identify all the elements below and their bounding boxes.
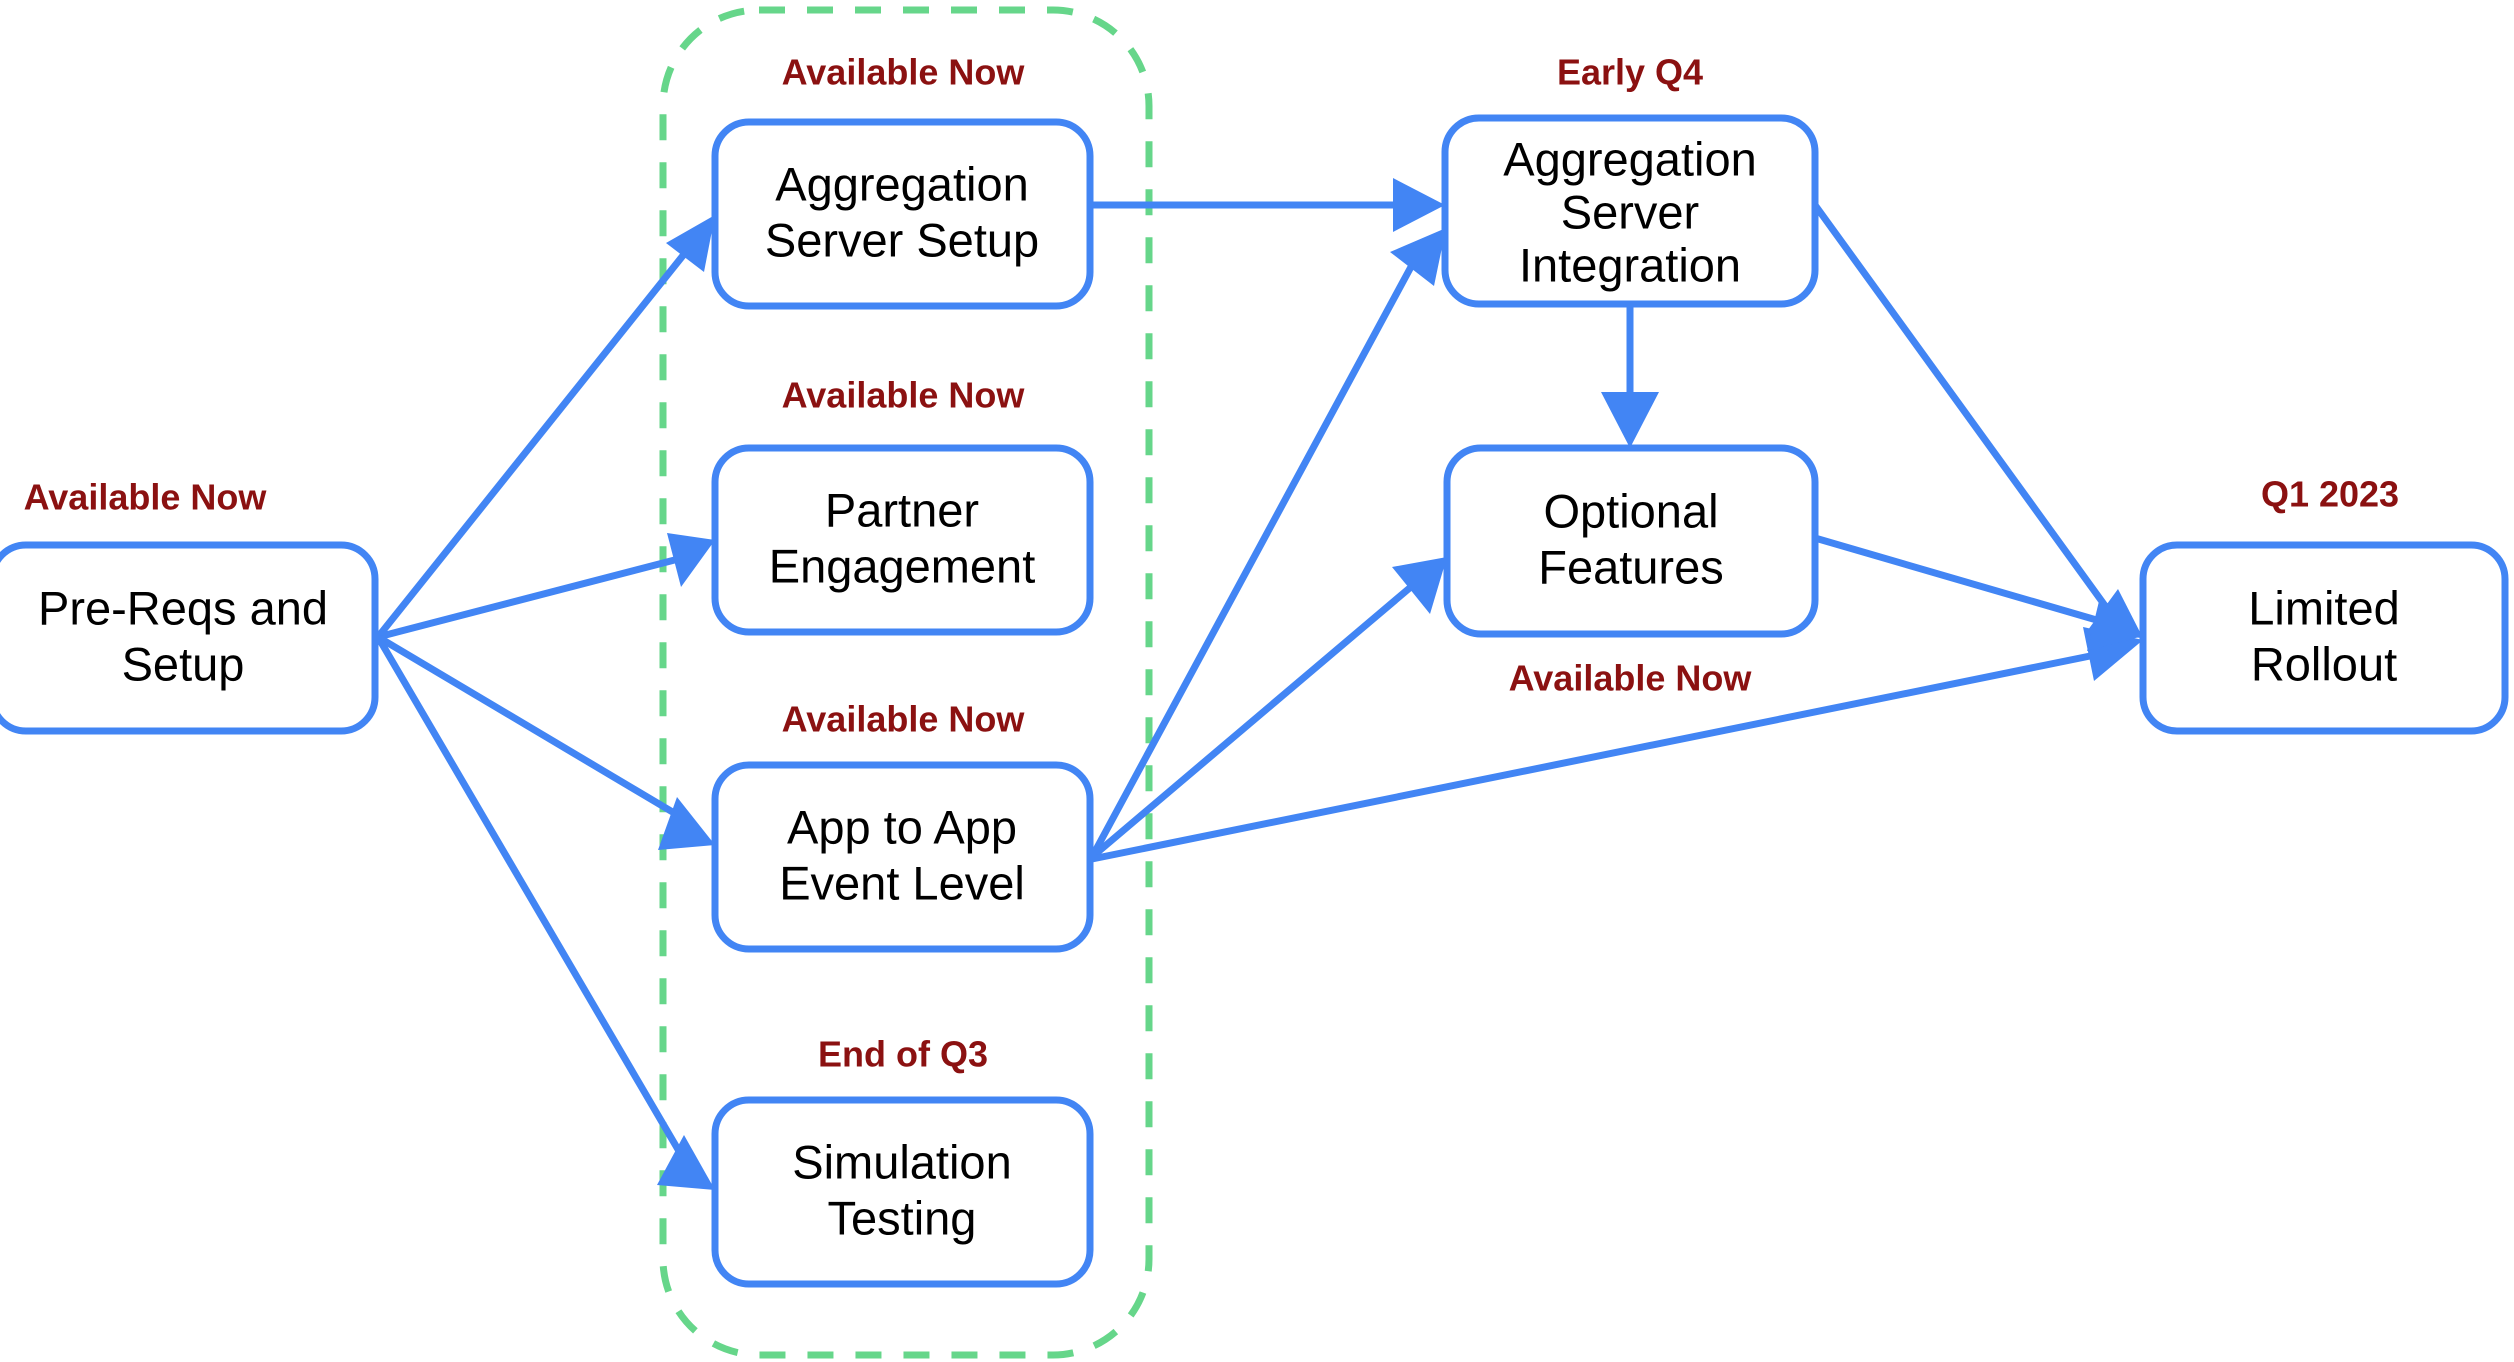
edge-integration-to-optional-features [1601, 305, 1659, 448]
node-box-aggregation-server-integration[interactable] [1441, 114, 1819, 308]
node-app-to-app-event-level[interactable]: App to App Event Level [711, 761, 1094, 953]
node-label-app-to-app-line1: App to App [787, 800, 1017, 853]
status-badge-app-to-app-event-level: Available Now [782, 699, 1026, 740]
status-badge-limited-rollout: Q1 2023 [2261, 474, 2399, 515]
node-label-aggregation-server-integration-line1: Aggregation [1503, 132, 1756, 185]
node-box-optional-features[interactable] [1443, 444, 1819, 638]
edges-layer [374, 178, 2143, 1190]
node-label-limited-rollout-line2: Rollout [2251, 637, 2397, 690]
available-now-group-frame [659, 6, 1153, 1359]
node-box-app-to-app-event-level[interactable] [711, 761, 1094, 953]
edge-prereqs-to-app-to-app [376, 633, 715, 850]
node-label-limited-rollout-line1: Limited [2248, 581, 2400, 634]
edge-prereqs-to-partner-engagement [377, 533, 715, 641]
node-label-partner-engagement-line1: Partner [825, 483, 979, 536]
node-label-aggregation-server-setup-line1: Aggregation [775, 157, 1028, 210]
nodes-layer: Pre-Reqs and Setup Available Now Aggrega… [0, 52, 2509, 1288]
edge-app-to-app-to-integration [1088, 228, 1446, 859]
node-label-partner-engagement-line2: Engagement [769, 539, 1036, 592]
node-label-optional-features-line2: Features [1538, 540, 1723, 593]
node-partner-engagement[interactable]: Partner Engagement [711, 444, 1094, 636]
status-badge-available-now-group: Available Now [782, 52, 1026, 93]
edge-app-to-app-to-optional-features [1089, 557, 1447, 860]
node-box-pre-reqs-and-setup[interactable] [0, 541, 379, 735]
node-simulation-testing[interactable]: Simulation Testing [711, 1096, 1094, 1288]
node-pre-reqs-and-setup[interactable]: Pre-Reqs and Setup [0, 541, 379, 735]
edge-integration-to-limited-rollout [1812, 202, 2143, 638]
node-label-optional-features-line1: Optional [1543, 484, 1718, 537]
node-label-simulation-testing-line1: Simulation [792, 1135, 1011, 1188]
node-box-partner-engagement[interactable] [711, 444, 1094, 636]
node-box-simulation-testing[interactable] [711, 1096, 1094, 1288]
edge-setup-to-integration [1090, 178, 1445, 232]
node-label-simulation-testing-line2: Testing [828, 1191, 977, 1244]
node-aggregation-server-integration[interactable]: Aggregation Server Integration [1441, 114, 1819, 308]
node-label-pre-reqs-line2: Setup [122, 637, 245, 690]
node-label-pre-reqs-line1: Pre-Reqs and [38, 581, 328, 634]
status-badge-pre-reqs-and-setup: Available Now [24, 477, 268, 518]
edge-prereqs-to-simulation-testing [374, 635, 715, 1190]
node-label-app-to-app-line2: Event Level [779, 856, 1025, 909]
node-label-aggregation-server-integration-line2: Server [1561, 185, 1699, 238]
edge-prereqs-to-aggregation-server-setup [375, 215, 715, 640]
node-optional-features[interactable]: Optional Features [1443, 444, 1819, 638]
node-limited-rollout[interactable]: Limited Rollout [2139, 541, 2509, 735]
node-label-aggregation-server-integration-line3: Integration [1519, 238, 1741, 291]
node-aggregation-server-setup[interactable]: Aggregation Server Setup [711, 118, 1094, 310]
node-box-limited-rollout[interactable] [2139, 541, 2509, 735]
status-badge-partner-engagement: Available Now [782, 375, 1026, 416]
status-badge-optional-features: Available Now [1509, 658, 1753, 699]
edge-optional-features-to-limited-rollout [1814, 534, 2143, 651]
status-badge-aggregation-server-integration: Early Q4 [1557, 52, 1703, 93]
node-label-aggregation-server-setup-line2: Server Setup [765, 213, 1039, 266]
node-box-aggregation-server-setup[interactable] [711, 118, 1094, 310]
status-badge-simulation-testing: End of Q3 [818, 1034, 988, 1075]
